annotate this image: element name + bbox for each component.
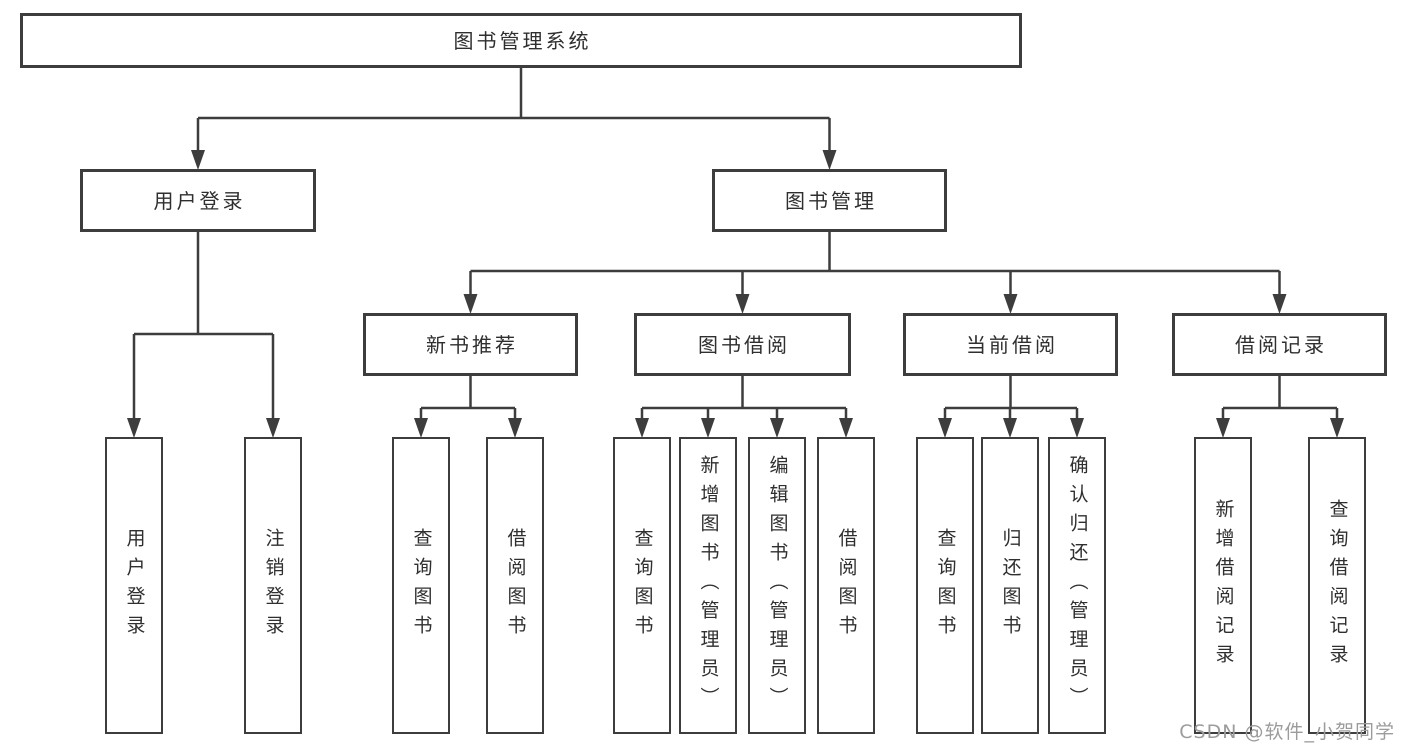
box-book-borrowing-label: 图书借阅 bbox=[698, 332, 790, 357]
box-new-book-recommend-label: 新书推荐 bbox=[426, 332, 518, 357]
box-leaf-query-books-3-label: 查询图书 bbox=[934, 527, 957, 644]
box-leaf-add-books-admin: 新增图书（管理员） bbox=[679, 437, 737, 734]
arrowhead-icon bbox=[1070, 418, 1084, 438]
box-leaf-query-books-2-label: 查询图书 bbox=[631, 527, 654, 644]
box-leaf-add-books-admin-label: 新增图书（管理员） bbox=[697, 455, 720, 716]
box-leaf-query-books-1-label: 查询图书 bbox=[410, 527, 433, 644]
box-leaf-borrow-books-1: 借阅图书 bbox=[486, 437, 544, 734]
box-library-management-system-label: 图书管理系统 bbox=[453, 28, 592, 53]
arrowhead-icon bbox=[770, 418, 784, 438]
box-leaf-return-books-label: 归还图书 bbox=[999, 527, 1022, 644]
arrowhead-icon bbox=[938, 418, 952, 438]
box-leaf-borrow-books-1-label: 借阅图书 bbox=[504, 527, 527, 644]
box-library-management-system: 图书管理系统 bbox=[20, 13, 1022, 68]
box-leaf-query-books-1: 查询图书 bbox=[392, 437, 450, 734]
arrowhead-icon bbox=[701, 418, 715, 438]
box-leaf-borrow-books-2: 借阅图书 bbox=[817, 437, 875, 734]
box-user-login: 用户登录 bbox=[80, 169, 316, 232]
box-leaf-add-borrow-record-label: 新增借阅记录 bbox=[1212, 498, 1235, 673]
arrowhead-icon bbox=[822, 150, 837, 170]
box-leaf-user-login-label: 用户登录 bbox=[123, 527, 146, 644]
watermark: CSDN @软件_小贺同学 bbox=[1179, 721, 1395, 743]
box-leaf-return-books: 归还图书 bbox=[981, 437, 1039, 734]
box-leaf-confirm-return-admin: 确认归还（管理员） bbox=[1048, 437, 1106, 734]
box-leaf-logout-label: 注销登录 bbox=[262, 527, 285, 644]
arrowhead-icon bbox=[414, 418, 428, 438]
box-book-management: 图书管理 bbox=[712, 169, 947, 232]
box-current-borrowing: 当前借阅 bbox=[903, 313, 1118, 376]
box-borrowing-records-label: 借阅记录 bbox=[1235, 332, 1327, 357]
arrowhead-icon bbox=[127, 418, 141, 438]
arrowhead-icon bbox=[735, 294, 750, 314]
box-new-book-recommend: 新书推荐 bbox=[363, 313, 578, 376]
arrowhead-icon bbox=[191, 150, 205, 170]
arrowhead-icon bbox=[266, 418, 280, 438]
box-leaf-query-borrow-record: 查询借阅记录 bbox=[1308, 437, 1366, 734]
box-leaf-add-borrow-record: 新增借阅记录 bbox=[1194, 437, 1252, 734]
arrowhead-icon bbox=[508, 418, 522, 438]
arrowhead-icon bbox=[463, 294, 478, 314]
box-leaf-query-borrow-record-label: 查询借阅记录 bbox=[1326, 498, 1349, 673]
box-book-management-label: 图书管理 bbox=[785, 188, 877, 213]
box-leaf-logout: 注销登录 bbox=[244, 437, 302, 734]
box-borrowing-records: 借阅记录 bbox=[1172, 313, 1387, 376]
arrowhead-icon bbox=[1003, 294, 1018, 314]
box-leaf-query-books-2: 查询图书 bbox=[613, 437, 671, 734]
arrowhead-icon bbox=[1272, 294, 1287, 314]
arrowhead-icon bbox=[635, 418, 649, 438]
arrowhead-icon bbox=[1003, 418, 1017, 438]
box-current-borrowing-label: 当前借阅 bbox=[966, 332, 1058, 357]
box-book-borrowing: 图书借阅 bbox=[634, 313, 851, 376]
box-leaf-query-books-3: 查询图书 bbox=[916, 437, 974, 734]
box-leaf-user-login: 用户登录 bbox=[105, 437, 163, 734]
box-user-login-label: 用户登录 bbox=[153, 188, 246, 213]
arrowhead-icon bbox=[839, 418, 853, 438]
box-leaf-edit-books-admin-label: 编辑图书（管理员） bbox=[766, 455, 789, 716]
box-leaf-confirm-return-admin-label: 确认归还（管理员） bbox=[1066, 455, 1089, 716]
arrowhead-icon bbox=[1330, 418, 1344, 438]
arrowhead-icon bbox=[1216, 418, 1230, 438]
box-leaf-edit-books-admin: 编辑图书（管理员） bbox=[748, 437, 806, 734]
box-leaf-borrow-books-2-label: 借阅图书 bbox=[835, 527, 858, 644]
